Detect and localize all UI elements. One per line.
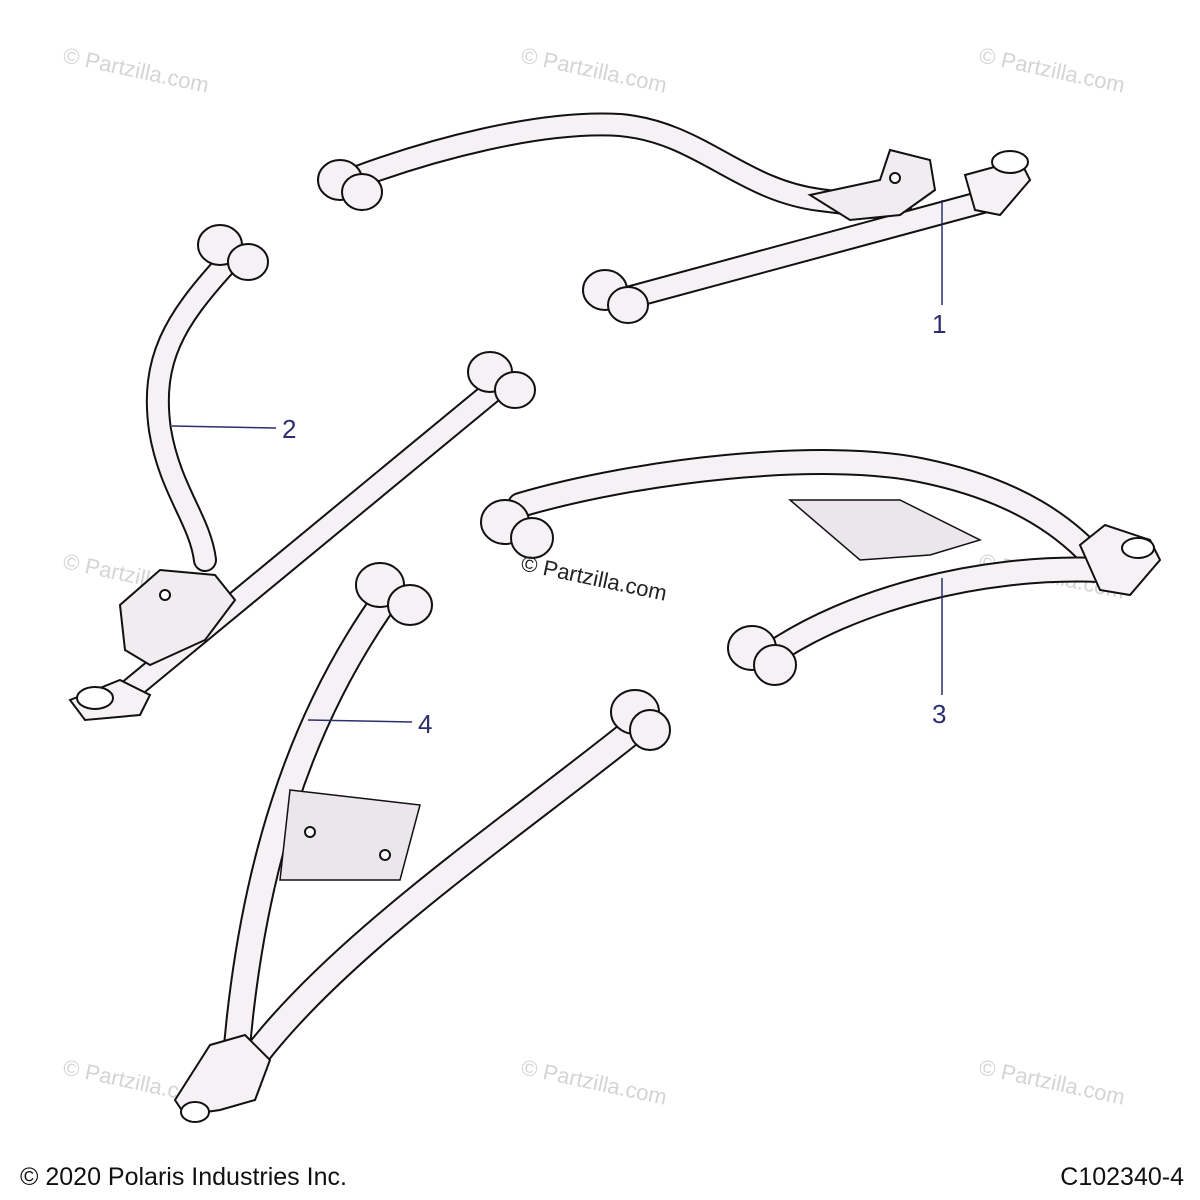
callout-2[interactable]: 2	[282, 414, 296, 444]
callouts: 1 2 3 4	[171, 200, 946, 739]
part-1-control-arm[interactable]	[317, 112, 1032, 324]
watermark: © Partzilla.com	[977, 1054, 1127, 1109]
callout-4[interactable]: 4	[418, 709, 432, 739]
leader-line-2	[171, 425, 277, 429]
watermark: © Partzilla.com	[61, 42, 211, 97]
center-watermark: © Partzilla.com	[519, 550, 669, 605]
copyright-text: © 2020 Polaris Industries Inc.	[20, 1163, 347, 1191]
watermark: © Partzilla.com	[977, 42, 1127, 97]
callout-3[interactable]: 3	[932, 699, 946, 729]
watermark: © Partzilla.com	[519, 42, 669, 97]
callout-1[interactable]: 1	[932, 309, 946, 339]
leader-line-4	[307, 719, 413, 723]
part-3-control-arm[interactable]	[480, 449, 1162, 686]
drawing-code: C102340-4	[1060, 1163, 1184, 1191]
part-4-a-arm[interactable]	[173, 562, 671, 1123]
watermark: © Partzilla.com	[519, 1054, 669, 1109]
part-2-control-arm[interactable]	[68, 224, 536, 722]
